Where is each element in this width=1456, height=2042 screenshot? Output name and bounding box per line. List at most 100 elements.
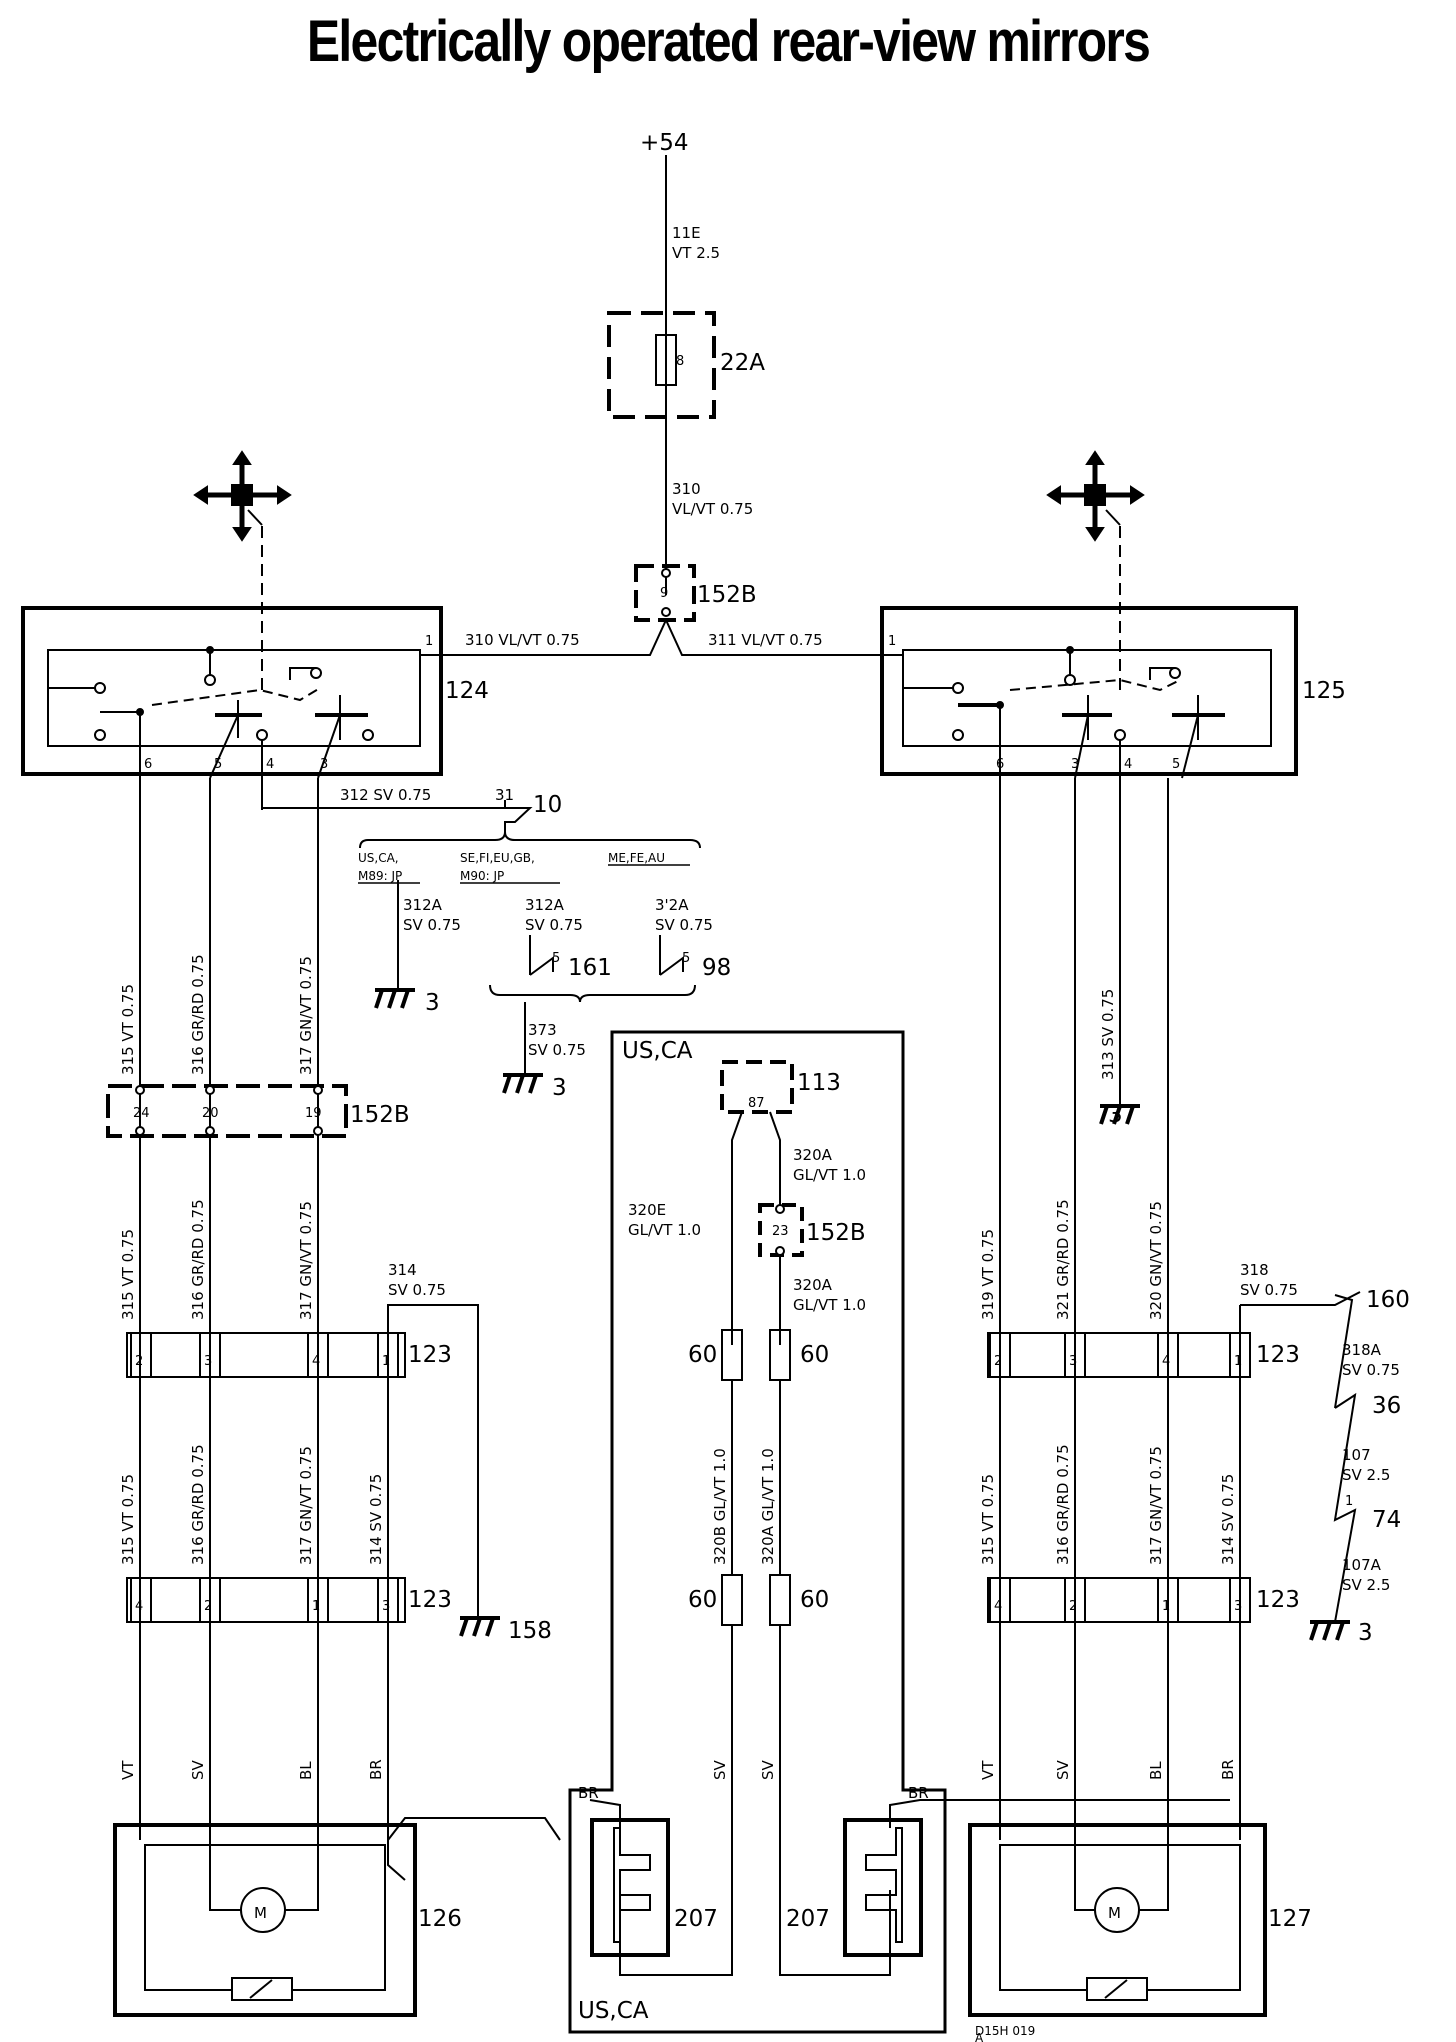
wire-label: 313 SV 0.75: [1099, 989, 1117, 1080]
wire-label: SV 0.75: [403, 916, 461, 934]
pin-label: 4: [994, 1599, 1002, 1614]
wire-label: 320A: [793, 1146, 833, 1164]
fuse-label: 22A: [720, 350, 765, 376]
mirror-switch-right: [880, 606, 1298, 776]
wire-label: SV 0.75: [1342, 1361, 1400, 1379]
wire-label: 315 VT 0.75: [119, 1474, 137, 1565]
market-label: ME,FE,AU: [608, 851, 665, 865]
supply-label: +54: [640, 130, 689, 156]
connector-label: 152B: [350, 1102, 410, 1128]
component-label: 10: [533, 792, 562, 818]
wire-label: SV 0.75: [528, 1041, 586, 1059]
pin-label: 9: [660, 586, 668, 601]
wire-label: 314 SV 0.75: [367, 1474, 385, 1565]
region-label: US,CA: [622, 1038, 693, 1064]
component-label: 36: [1372, 1393, 1401, 1419]
component-label: 74: [1372, 1507, 1401, 1533]
wire-label: 317 GN/VT 0.75: [297, 956, 315, 1075]
heater-label: 207: [786, 1906, 830, 1932]
connector-label: 123: [1256, 1587, 1300, 1613]
pin-label: 3: [320, 757, 328, 772]
switch-label: 125: [1302, 678, 1346, 704]
relay-label: 113: [797, 1070, 841, 1096]
pin-label: 5: [552, 951, 560, 966]
mirror-label: 127: [1268, 1906, 1312, 1932]
pin-label: 3: [1071, 757, 1079, 772]
connector-123-left-upper: [126, 1332, 406, 1378]
wire-label: 319 VT 0.75: [979, 1229, 997, 1320]
wire-label: GL/VT 1.0: [628, 1221, 701, 1239]
pin-label: 2: [204, 1599, 212, 1614]
pin-label: 4: [135, 1599, 143, 1614]
wire-label: 317 GN/VT 0.75: [1147, 1446, 1165, 1565]
pin-label: 3: [382, 1599, 390, 1614]
wire-label: 107A: [1342, 1556, 1382, 1574]
wire-label: GL/VT 1.0: [793, 1166, 866, 1184]
pin-label: 20: [202, 1106, 219, 1121]
connector-label: 60: [800, 1342, 829, 1368]
wire-label: 320A: [793, 1276, 833, 1294]
pin-label: 1: [1162, 1599, 1170, 1614]
market-label: M90: JP: [460, 869, 504, 883]
wire-label: 318: [1240, 1261, 1269, 1279]
wire-label: 314 SV 0.75: [1219, 1474, 1237, 1565]
wire-label: 315 VT 0.75: [979, 1474, 997, 1565]
wire-label: SV: [189, 1759, 207, 1780]
motor-label: M: [1108, 1904, 1121, 1922]
component-label: 98: [702, 955, 731, 981]
heater-label: 207: [674, 1906, 718, 1932]
ground-label: 3: [1108, 1102, 1123, 1128]
wire-label: SV: [711, 1759, 729, 1780]
ground-label: 3: [552, 1075, 567, 1101]
pin-label: 3: [1234, 1599, 1242, 1614]
wire-label: 315 VT 0.75: [119, 984, 137, 1075]
wire-label: 107: [1342, 1446, 1371, 1464]
wire-label: 373: [528, 1021, 557, 1039]
component-label: 160: [1366, 1287, 1410, 1313]
pin-label: 6: [996, 757, 1004, 772]
wire-label: 320A GL/VT 1.0: [759, 1448, 777, 1565]
connector-label: 60: [688, 1587, 717, 1613]
pin-label: 4: [312, 1354, 320, 1369]
pin-label: 1: [888, 634, 896, 649]
pin-label: 2: [135, 1354, 143, 1369]
mirror-right: [968, 1823, 1267, 2017]
wire-label: 318A: [1342, 1341, 1382, 1359]
ground-label: 3: [1358, 1620, 1373, 1646]
wire-label: BL: [297, 1761, 315, 1780]
drawing-code: D15H 019: [975, 2024, 1035, 2038]
wire-label: SV 2.5: [1342, 1466, 1390, 1484]
ground-label: 3: [425, 990, 440, 1016]
connector-label: 152B: [697, 582, 757, 608]
wire-label: 316 GR/RD 0.75: [189, 1444, 207, 1565]
connector-label: 123: [408, 1342, 452, 1368]
wire-label: 320B GL/VT 1.0: [711, 1448, 729, 1565]
wire-label: 314: [388, 1261, 417, 1279]
wire-label: SV: [759, 1759, 777, 1780]
us-ca-region: [568, 1030, 947, 2034]
ground-label: 158: [508, 1618, 552, 1644]
wire-label: SV 0.75: [525, 916, 583, 934]
pin-label: 4: [1124, 757, 1132, 772]
market-label: SE,FI,EU,GB,: [460, 851, 535, 865]
pin-label: 31: [495, 786, 514, 804]
connector-label: 123: [408, 1587, 452, 1613]
wire-label: 316 GR/RD 0.75: [189, 1199, 207, 1320]
wire-label: BR: [908, 1784, 929, 1802]
wire-label: BR: [367, 1759, 385, 1780]
wire-label: 316 GR/RD 0.75: [1054, 1444, 1072, 1565]
wire-label: 320 GN/VT 0.75: [1147, 1201, 1165, 1320]
wire-label: 312A: [525, 896, 565, 914]
wire-label: 11E: [672, 224, 701, 242]
wire-label: 310: [672, 480, 701, 498]
connector-152b-left: [106, 1084, 348, 1138]
pin-label: 1: [312, 1599, 320, 1614]
wire-label: SV 2.5: [1342, 1576, 1390, 1594]
wire-label: GL/VT 1.0: [793, 1296, 866, 1314]
pin-label: 3: [1069, 1354, 1077, 1369]
mirror-switch-left: [21, 606, 443, 776]
connector-label: 60: [800, 1587, 829, 1613]
pin-label: 87: [748, 1096, 765, 1111]
wire-label: BR: [1219, 1759, 1237, 1780]
wire-label: 312 SV 0.75: [340, 786, 431, 804]
